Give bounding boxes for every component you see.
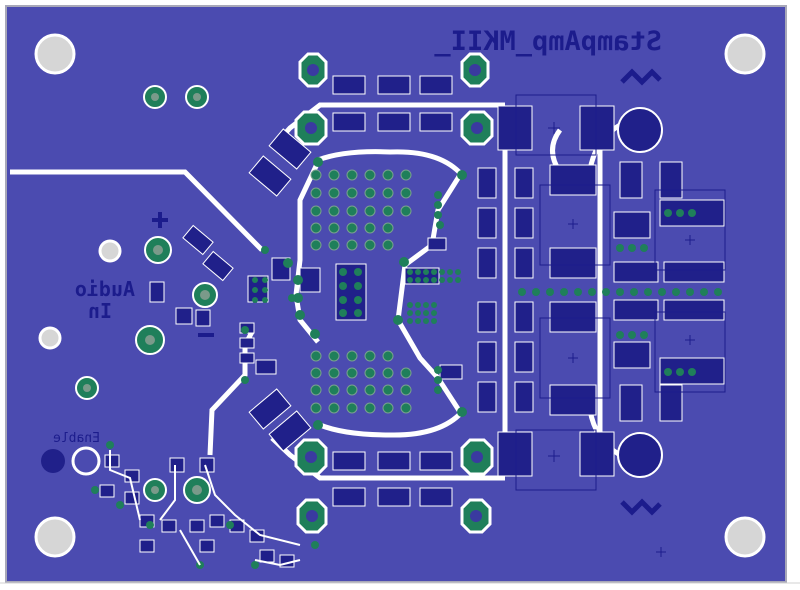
board-title: StampAmp_MKII_ [434,26,662,57]
mounting-holes [34,33,766,558]
amplifier-ic [335,263,367,321]
enable-label: Enable [53,431,100,446]
audio-in-label-2: In [88,299,112,323]
via-grid [310,169,412,414]
through-hole-pads [294,52,494,534]
power-trace [10,169,264,252]
enable-header [41,446,101,476]
board-outline [5,5,787,583]
audio-in-label: Audio [75,277,135,301]
smd-pads-top [332,75,453,507]
